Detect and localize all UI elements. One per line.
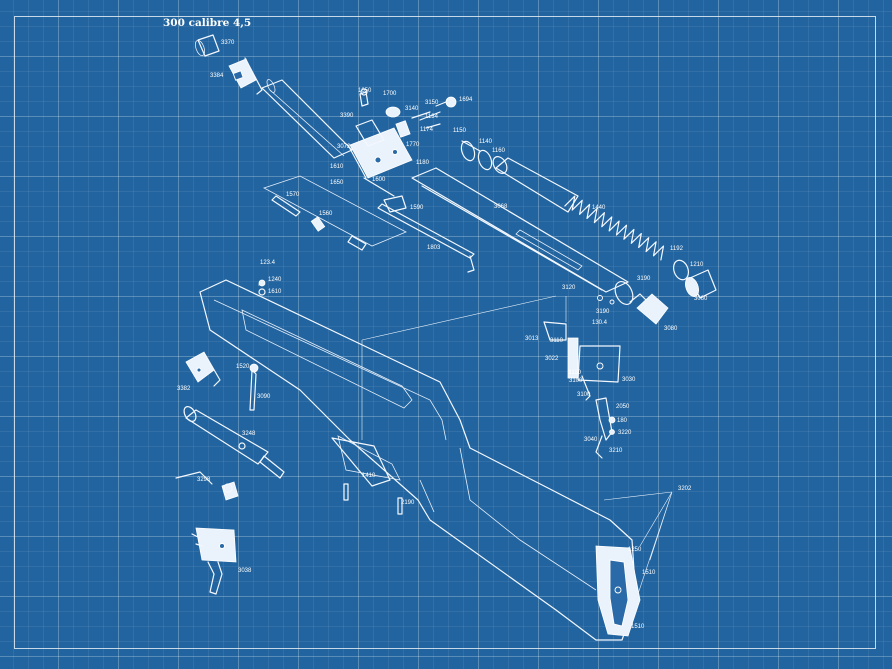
silencer-part: [183, 406, 285, 479]
part-number-label: 3120: [562, 285, 576, 291]
trigger-group-part: [543, 321, 621, 459]
trigger-assembly-part: [191, 527, 237, 595]
part-number-label: 1700: [383, 91, 397, 97]
part-number-label: 2190: [401, 500, 415, 506]
part-number-label: 180: [617, 418, 628, 424]
part-number-label: 3220: [618, 430, 632, 436]
part-number-label: 1050: [358, 88, 372, 94]
part-number-label: 3140: [405, 106, 419, 112]
part-number-label: 1610: [268, 289, 282, 295]
part-number-label: 3110: [568, 370, 582, 376]
part-number-label: 3080: [664, 326, 678, 332]
part-number-label: 3060: [694, 296, 708, 302]
part-number-label: 3190: [596, 309, 610, 315]
front-sight-part: [228, 57, 263, 95]
part-number-label: 1160: [492, 148, 506, 154]
part-number-label: 3100: [569, 378, 583, 384]
part-number-label: 3038: [238, 568, 252, 574]
part-number-label: 1250: [628, 547, 642, 553]
stock-part: [199, 279, 641, 641]
compression-tube-part: [411, 167, 634, 305]
part-number-label: 1192: [670, 246, 684, 252]
part-number-label: 1180: [416, 160, 430, 166]
part-number-label: 3013: [525, 336, 539, 342]
part-number-label: 3202: [678, 486, 692, 492]
part-number-label: 1650: [330, 180, 344, 186]
spring-guide-part: [460, 140, 493, 171]
part-number-label: 3384: [210, 73, 224, 79]
part-number-label: 1560: [319, 211, 333, 217]
part-number-label: 1134: [425, 114, 439, 120]
part-number-label: 3190: [637, 276, 651, 282]
part-number-label: 1770: [406, 142, 420, 148]
part-number-label: 1520: [236, 364, 250, 370]
scope-mount-part: [185, 351, 221, 387]
breech-block-part: [347, 119, 413, 179]
leader-lines: [258, 284, 673, 601]
part-number-label: 3030: [622, 377, 636, 383]
part-number-label: 3390: [340, 113, 354, 119]
small-pins-cluster: [359, 88, 457, 138]
cocking-lever-part: [363, 177, 475, 273]
part-number-label: 3370: [221, 40, 235, 46]
part-number-label: 130.4: [592, 320, 608, 326]
part-number-label: 3110: [550, 338, 564, 344]
part-number-label: 1510: [642, 570, 656, 576]
part-number-label: 1590: [410, 205, 424, 211]
part-number-label: 3298: [197, 477, 211, 483]
part-labels: 3370 3384 1050 1700 3390 3140 3150 1694 1134 1174…: [177, 40, 708, 630]
part-number-label: 3100: [577, 392, 591, 398]
stock-screws: [249, 279, 403, 515]
main-spring-part: [564, 195, 665, 261]
part-number-label: 1210: [690, 262, 704, 268]
buttplate-parts: [175, 471, 239, 501]
part-number-label: 3382: [177, 386, 191, 392]
end-cap-parts: [629, 259, 717, 325]
part-number-label: 1600: [372, 177, 386, 183]
part-number-label: 3022: [545, 356, 559, 362]
part-number-label: 1150: [453, 128, 467, 134]
part-number-label: 1694: [459, 97, 473, 103]
part-number-label: 1240: [268, 277, 282, 283]
part-number-label: 1610: [330, 164, 344, 170]
part-number-label: 1803: [427, 245, 441, 251]
part-number-label: 1174: [420, 127, 434, 133]
part-number-label: 1140: [479, 139, 493, 145]
part-number-label: 2050: [616, 404, 630, 410]
part-number-label: 1410: [362, 473, 376, 479]
part-number-label: 123.4: [260, 260, 276, 266]
barrel-part: [261, 79, 353, 159]
part-number-label: 3150: [425, 100, 439, 106]
part-number-label: 1510: [631, 624, 645, 630]
safety-slide-part: [262, 175, 407, 251]
part-number-label: 3210: [609, 448, 623, 454]
part-number-label: 1570: [286, 192, 300, 198]
part-number-label: 3068: [494, 204, 508, 210]
part-number-label: 3248: [242, 431, 256, 437]
part-number-label: 1440: [592, 205, 606, 211]
muzzle-cap-part: [194, 34, 220, 57]
part-number-label: 3072: [337, 144, 351, 150]
diagram-title: 300 calibre 4,5: [163, 17, 252, 29]
part-number-label: 3040: [584, 437, 598, 443]
piston-part: [492, 156, 579, 213]
border-frame: [14, 16, 876, 649]
part-number-label: 3090: [257, 394, 271, 400]
